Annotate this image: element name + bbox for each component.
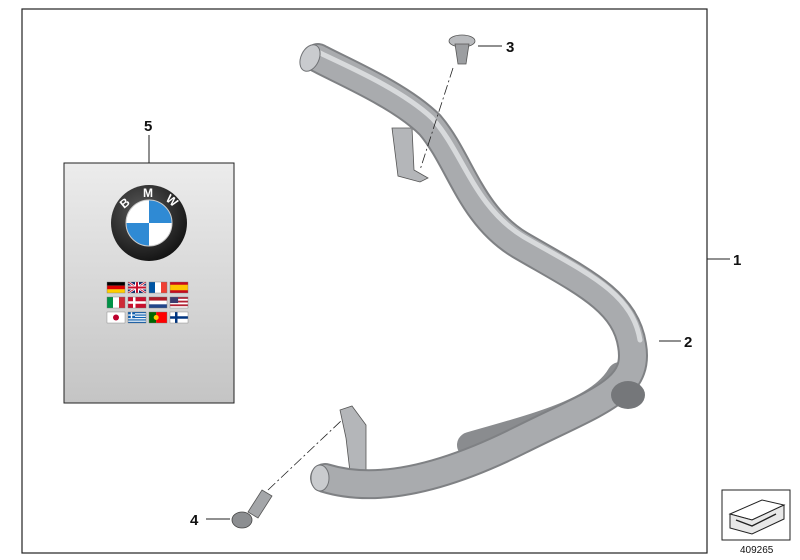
tube-end-bottom	[310, 464, 330, 492]
uk-flag	[127, 281, 147, 294]
screw-3	[448, 34, 476, 65]
reference-symbol	[721, 489, 791, 541]
denmark-flag	[127, 296, 147, 309]
callout-3: 3	[506, 39, 514, 56]
tube-body	[305, 45, 646, 498]
crash-bar	[299, 43, 648, 500]
usa-flag	[169, 296, 189, 309]
bmw-logo: B M W	[111, 185, 187, 261]
callout-5: 5	[144, 118, 152, 135]
spain-flag	[169, 281, 189, 294]
italy-flag	[106, 296, 126, 309]
portugal-flag	[148, 311, 168, 324]
callout-4: 4	[190, 512, 199, 529]
screw-4	[231, 489, 273, 529]
reference-number: 409265	[740, 545, 774, 556]
tube-joint	[611, 381, 645, 409]
lower-bracket	[339, 405, 367, 473]
greece-flag	[127, 311, 147, 324]
callout-1: 1	[733, 252, 741, 269]
france-flag	[148, 281, 168, 294]
tube-end-top	[299, 44, 321, 72]
arrow-icon	[735, 513, 777, 527]
language-flags	[106, 281, 189, 324]
bmw-letter-m: M	[143, 186, 153, 200]
diagram-frame	[21, 8, 708, 554]
tube-highlight	[315, 49, 643, 343]
owners-manual: B M W	[63, 162, 235, 404]
finland-flag	[169, 311, 189, 324]
callout-2: 2	[684, 334, 692, 351]
axis-line-4	[267, 419, 343, 491]
japan-flag	[106, 311, 126, 324]
germany-flag	[106, 281, 126, 294]
netherlands-flag	[148, 296, 168, 309]
